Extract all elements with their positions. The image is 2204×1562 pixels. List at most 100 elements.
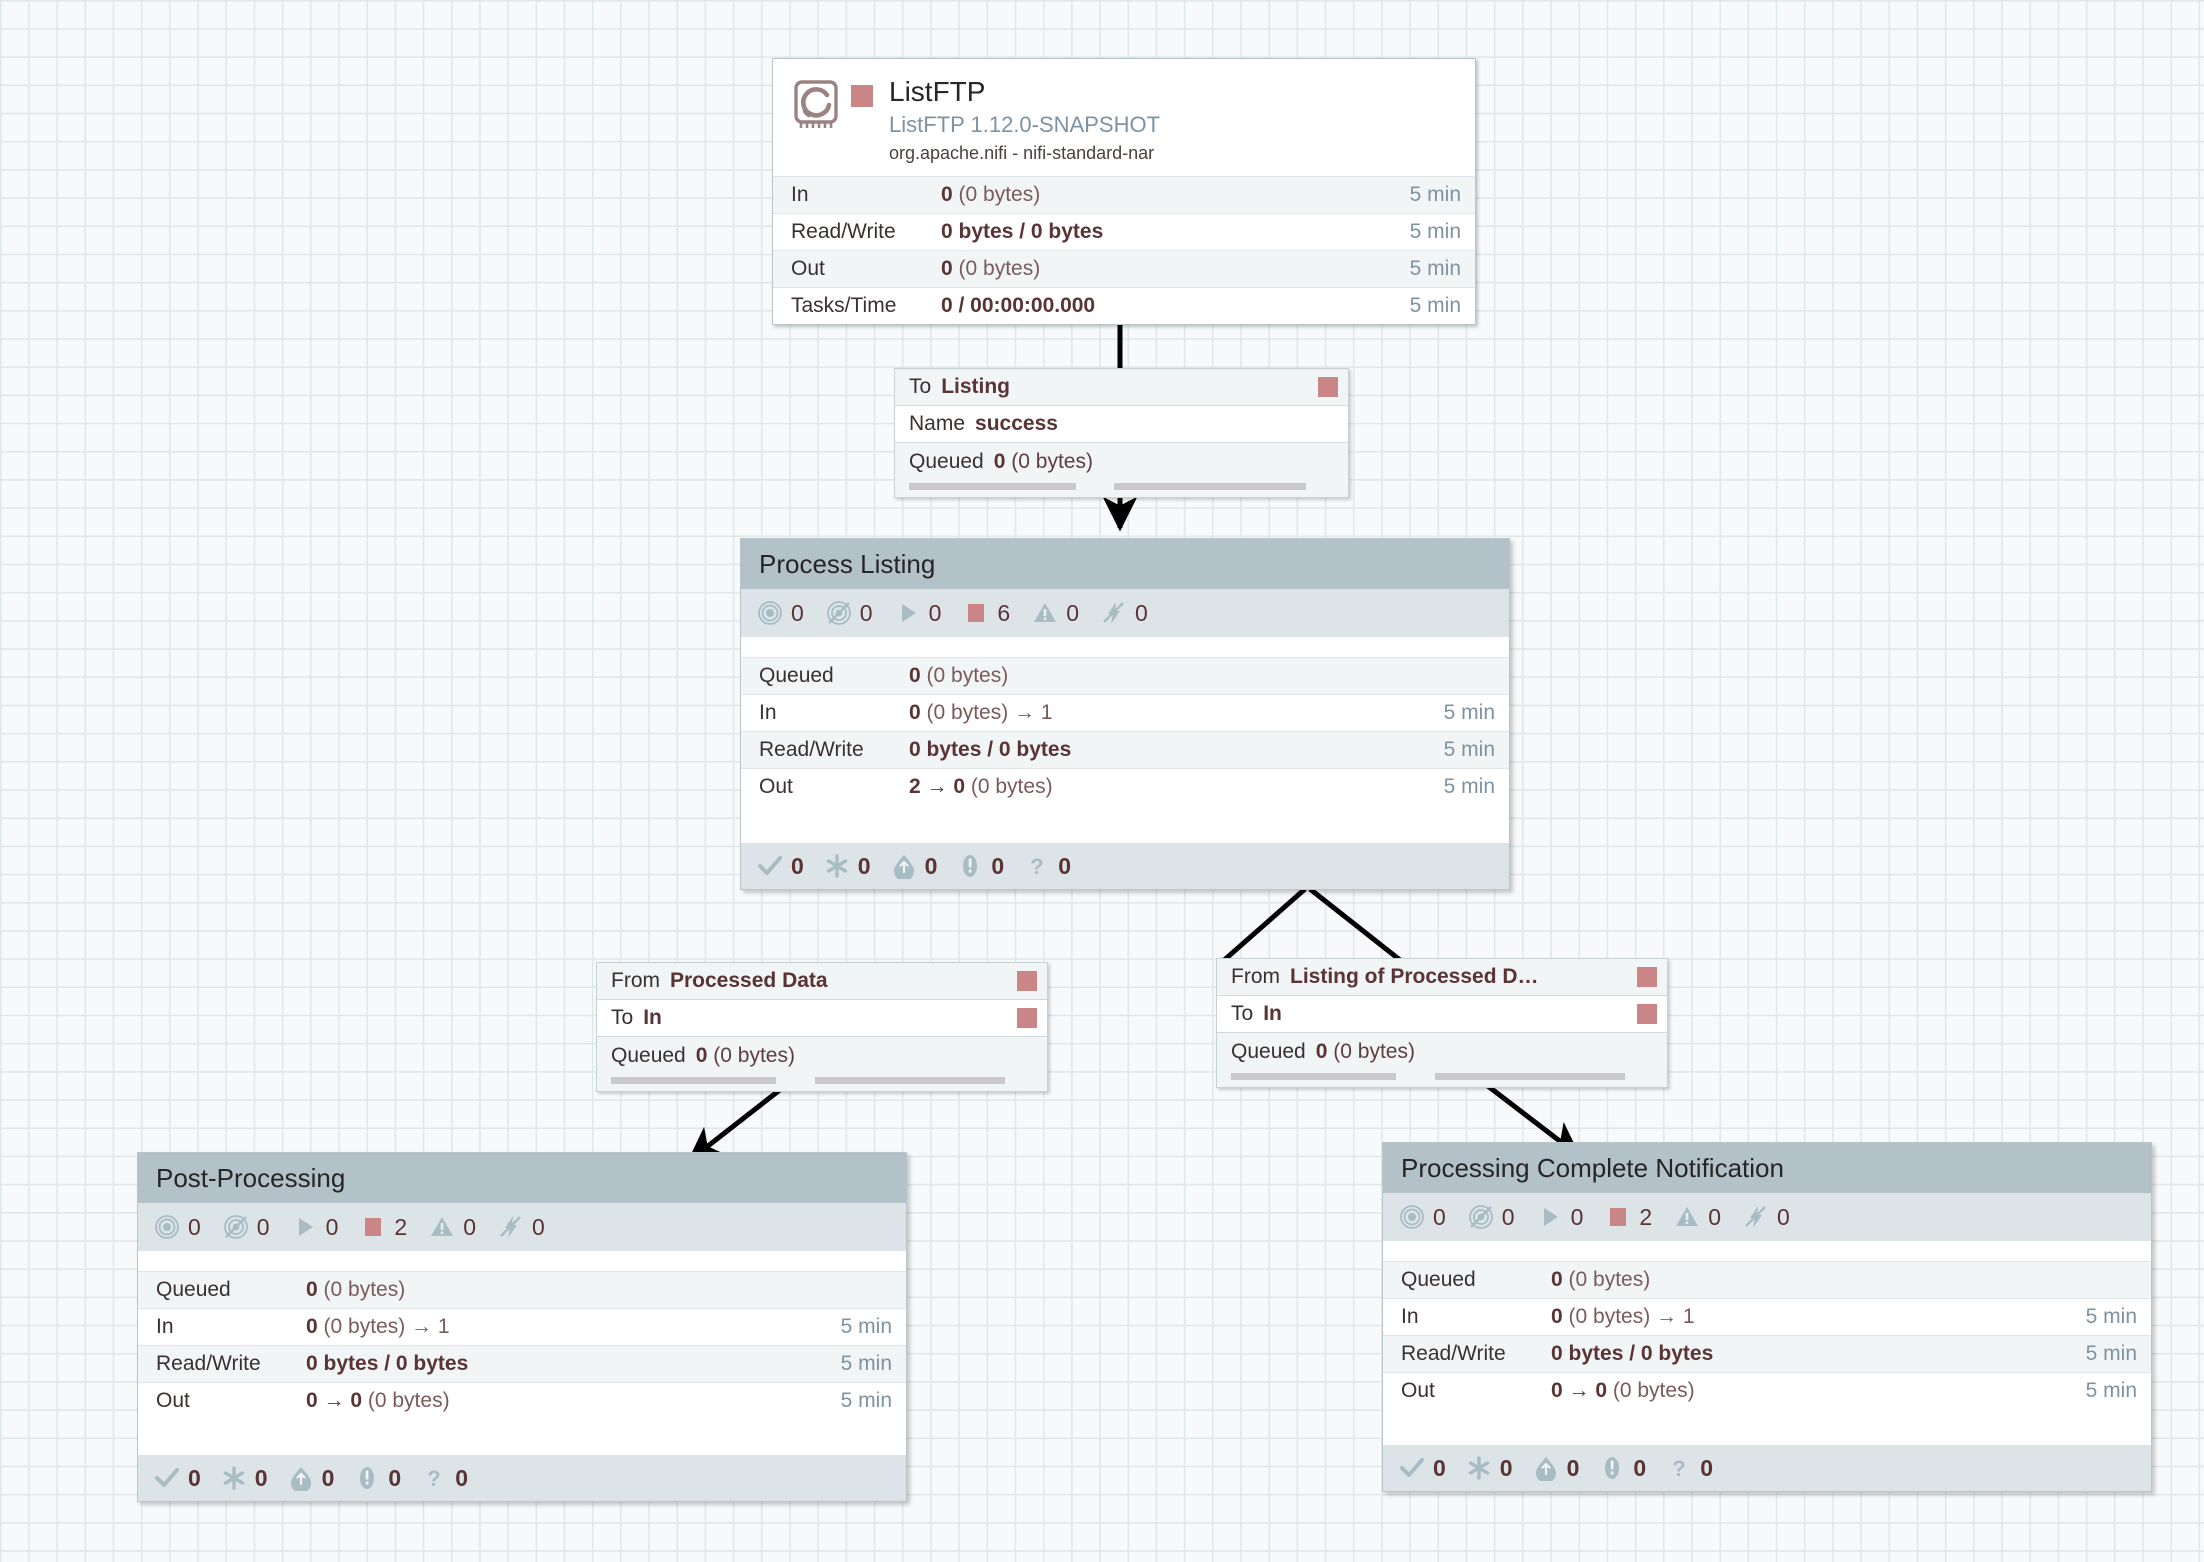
connection-row: To In <box>1217 996 1667 1033</box>
count-not-transmitting-icon: 0 <box>223 1214 270 1241</box>
count-value: 0 <box>924 852 938 879</box>
stat-row: Queued 0 (0 bytes) <box>138 1271 906 1308</box>
count-value: 0 <box>455 1464 468 1491</box>
count-question-icon: ? 0 <box>421 1465 468 1492</box>
not-transmitting-icon <box>223 1214 249 1240</box>
count-value: 0 <box>254 1464 268 1491</box>
stat-value: 0 (0 bytes) <box>941 183 1041 207</box>
process-group-footer-counts: 0 0 0 0 ? 0 <box>138 1455 906 1501</box>
connection-row: From Listing of Processed D… <box>1217 959 1667 996</box>
process-group-header[interactable]: Process Listing <box>741 539 1509 589</box>
link-pg-to-left-label <box>1220 887 1307 964</box>
stat-value: 0 bytes / 0 bytes <box>1551 1342 1714 1365</box>
stat-label: Out <box>791 257 825 281</box>
process-group-component-counts: 0 0 0 6 0 0 <box>741 589 1509 637</box>
stat-time-window: 5 min <box>2085 1379 2137 1402</box>
connection-label-listftp-listing[interactable]: To Listing Name success Queued 0 (0 byte… <box>894 368 1349 498</box>
process-group-component-counts: 0 0 0 2 0 0 <box>1383 1193 2151 1241</box>
running-icon <box>292 1214 318 1240</box>
process-group-processing-complete-notification[interactable]: Processing Complete Notification 0 0 0 2 <box>1382 1142 2152 1492</box>
connection-label-listing-processed-in[interactable]: From Listing of Processed D… To In Queue… <box>1216 958 1668 1088</box>
invalid-warning-icon <box>1032 600 1058 626</box>
stat-value: 0 (0 bytes) <box>941 257 1041 281</box>
connection-queued-row: Queued 0 (0 bytes) <box>1217 1033 1667 1070</box>
process-group-stats: Queued 0 (0 bytes) In 0 (0 bytes) → 1 5 … <box>741 657 1509 805</box>
count-asterisk-icon: 0 <box>1466 1455 1513 1482</box>
count-value: 0 <box>1570 1203 1584 1230</box>
count-transmitting-icon: 0 <box>154 1214 201 1241</box>
stat-value: 0 bytes / 0 bytes <box>306 1352 469 1375</box>
stat-row: Read/Write 0 bytes / 0 bytes 5 min <box>138 1345 906 1382</box>
count-value: 0 <box>1058 852 1071 879</box>
connection-queued-value: 0 (0 bytes) <box>695 1043 795 1067</box>
stat-time-window: 5 min <box>1443 738 1495 761</box>
stat-row: Read/Write 0 bytes / 0 bytes 5 min <box>741 731 1509 768</box>
count-not-transmitting-icon: 0 <box>826 600 873 627</box>
stat-time-window: 5 min <box>1409 257 1461 281</box>
processor-listftp[interactable]: ListFTP ListFTP 1.12.0-SNAPSHOT org.apac… <box>772 58 1476 326</box>
link-pg-to-right-label <box>1308 887 1402 962</box>
count-check-icon: 0 <box>757 853 804 880</box>
count-value: 0 <box>1700 1454 1713 1481</box>
running-icon <box>895 600 921 626</box>
processor-type: ListFTP 1.12.0-SNAPSHOT <box>889 112 1161 138</box>
transmitting-icon <box>154 1214 180 1240</box>
stat-label: In <box>759 701 777 724</box>
stat-row: Out 2 → 0 (0 bytes) 5 min <box>741 768 1509 805</box>
asterisk-icon <box>824 853 850 879</box>
stat-time-window: 5 min <box>1409 220 1461 244</box>
running-icon <box>1537 1204 1563 1230</box>
connection-row-key: To <box>909 375 932 398</box>
count-transmitting-icon: 0 <box>757 600 804 627</box>
process-group-footer-counts: 0 0 0 0 ? 0 <box>1383 1445 2151 1491</box>
process-group-post-processing[interactable]: Post-Processing 0 0 0 2 <box>137 1152 907 1502</box>
count-disabled-icon: 0 <box>1743 1204 1790 1231</box>
invalid-warning-icon <box>429 1214 455 1240</box>
process-group-title: Post-Processing <box>156 1162 346 1193</box>
count-disabled-icon: 0 <box>1101 600 1148 627</box>
count-transmitting-icon: 0 <box>1399 1204 1446 1231</box>
transmitting-icon <box>1399 1204 1425 1230</box>
transmitting-icon <box>757 600 783 626</box>
disabled-icon <box>1743 1204 1769 1230</box>
stat-label: Tasks/Time <box>791 294 897 318</box>
count-value: 0 <box>859 599 873 626</box>
stat-row: In 0 (0 bytes) → 1 5 min <box>1383 1298 2151 1335</box>
processor-refresh-icon <box>789 77 845 133</box>
count-stopped-icon: 6 <box>963 600 1010 627</box>
process-group-header[interactable]: Processing Complete Notification <box>1383 1143 2151 1193</box>
connection-queued-row: Queued 0 (0 bytes) <box>895 443 1348 480</box>
stopped-icon <box>963 600 989 626</box>
connection-row: From Processed Data <box>597 963 1047 1000</box>
count-running-icon: 0 <box>1537 1203 1584 1231</box>
process-group-title: Processing Complete Notification <box>1401 1152 1784 1183</box>
stat-time-window: 5 min <box>1443 701 1495 724</box>
stat-value: 0 (0 bytes) <box>909 664 1009 687</box>
connection-row-key: From <box>611 969 660 992</box>
stat-label: Read/Write <box>759 738 864 761</box>
count-value: 0 <box>531 1213 545 1240</box>
count-value: 0 <box>1066 599 1079 626</box>
not-transmitting-icon <box>1468 1204 1494 1230</box>
count-up-arrow-circle-icon: 0 <box>891 852 938 880</box>
connection-label-processed-data-in[interactable]: From Processed Data To In Queued 0 (0 by… <box>596 962 1048 1092</box>
stopped-square-icon <box>1637 967 1657 987</box>
count-value: 0 <box>928 599 942 626</box>
count-check-icon: 0 <box>154 1465 201 1492</box>
connection-queued-label: Queued <box>611 1043 686 1067</box>
count-not-transmitting-icon: 0 <box>1468 1204 1515 1231</box>
connection-row-value: success <box>975 412 1058 435</box>
asterisk-icon <box>1466 1455 1492 1481</box>
connection-queued-label: Queued <box>1231 1039 1306 1063</box>
queue-size-bar <box>1113 483 1307 490</box>
process-group-footer-counts: 0 0 0 0 ? 0 <box>741 843 1509 889</box>
connection-row-key: Name <box>909 412 966 435</box>
process-group-process-listing[interactable]: Process Listing 0 0 0 6 <box>740 538 1510 890</box>
count-value: 0 <box>791 852 804 879</box>
process-group-header[interactable]: Post-Processing <box>138 1153 906 1203</box>
process-group-component-counts: 0 0 0 2 0 0 <box>138 1203 906 1251</box>
connection-row: Name success <box>895 406 1348 443</box>
count-question-icon: ? 0 <box>1666 1455 1713 1482</box>
stat-label: Out <box>1401 1379 1435 1402</box>
